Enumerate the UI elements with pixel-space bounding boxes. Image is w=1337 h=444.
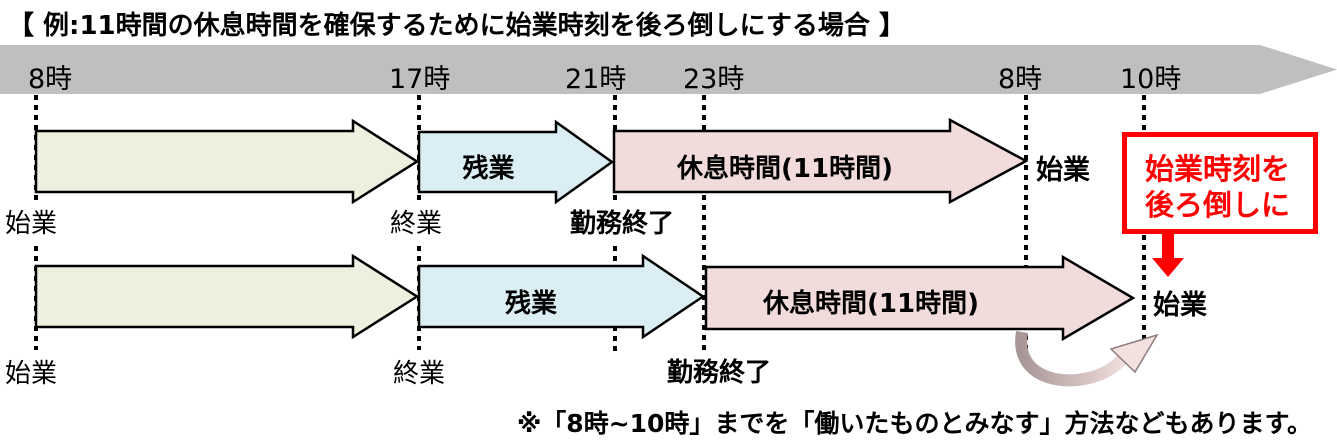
row2-rest-label: 休息時間(11時間) [763, 289, 979, 319]
row2-restart-label: 始業 [1153, 290, 1207, 321]
callout-line1: 始業時刻を [1145, 152, 1291, 186]
callout-line2: 後ろ倒しに [1145, 188, 1291, 222]
row2-rest-arrow [704, 254, 1136, 342]
row1-work-arrow [34, 118, 420, 205]
row2-end-label: 終業 [393, 359, 446, 389]
tick-line-8h-next [1024, 95, 1028, 352]
tick-line-23h [702, 95, 706, 352]
row2-work-arrow [34, 253, 420, 340]
footnote: ※「8時~10時」までを「働いたものとみなす」方法などもあります。 [517, 409, 1312, 438]
curved-shift-arrow-head-icon [1109, 333, 1159, 374]
row1-start-label: 始業 [5, 209, 58, 239]
row1-rest-arrow [612, 117, 1029, 205]
red-down-arrow-icon [1152, 234, 1184, 277]
tick-label-21h: 21時 [565, 64, 627, 95]
tick-label-23h: 23時 [683, 64, 745, 95]
row1-work-end-label: 勤務終了 [570, 209, 675, 239]
row2-start-label: 始業 [5, 359, 58, 389]
row1-overtime-label: 残業 [462, 154, 515, 184]
shift-later-callout-box: 始業時刻を 後ろ倒しに [1122, 132, 1318, 234]
row1-end-label: 終業 [390, 209, 443, 239]
tick-label-8h-next: 8時 [998, 64, 1043, 95]
row1-rest-label: 休息時間(11時間) [677, 154, 893, 184]
row2-overtime-label: 残業 [504, 289, 557, 319]
row2-overtime-arrow [417, 253, 706, 340]
row1-restart-label: 始業 [1036, 155, 1090, 186]
tick-label-8h: 8時 [28, 64, 73, 95]
curved-shift-arrow-body [1015, 330, 1133, 387]
row1-overtime-arrow [417, 119, 615, 205]
diagram-title: 【 例:11時間の休息時間を確保するために始業時刻を後ろ倒しにする場合 】 [8, 11, 905, 41]
tick-label-17h: 17時 [389, 64, 451, 95]
tick-label-10h: 10時 [1120, 64, 1182, 95]
row2-work-end-label: 勤務終了 [667, 358, 772, 388]
timeline-band [0, 45, 1337, 94]
